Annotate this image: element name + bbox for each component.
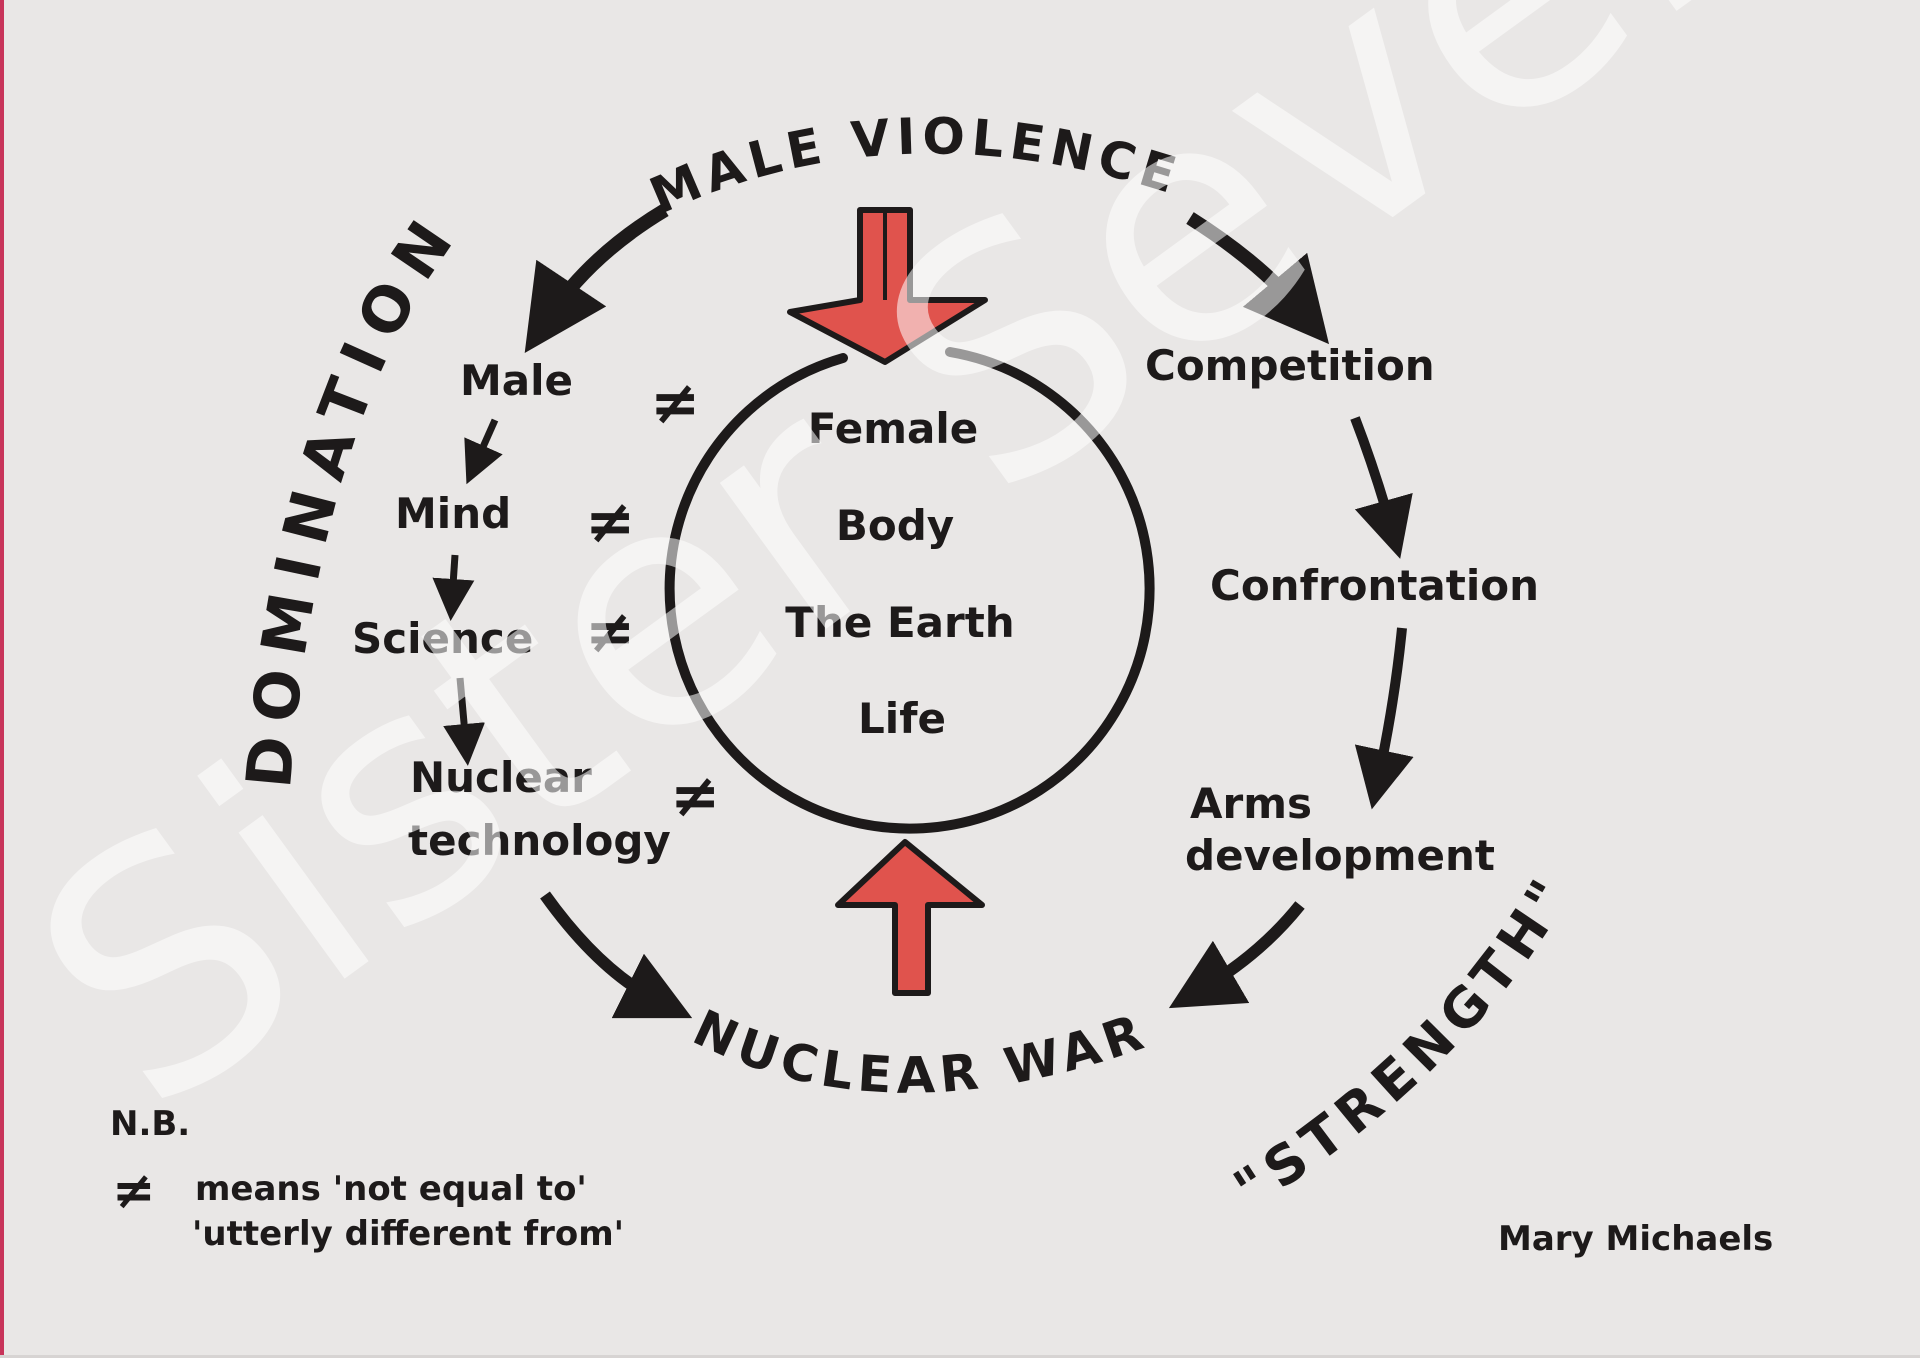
left-item-nuclear: Nuclear [410, 753, 592, 802]
note-line-1: means 'not equal to' [195, 1169, 587, 1209]
right-item-confrontation: Confrontation [1210, 561, 1539, 610]
arc-label-bottom: NUCLEAR WAR [685, 999, 1156, 1105]
arrow-competition-confrontation-icon [1350, 416, 1413, 559]
right-item-arms: Arms [1190, 779, 1312, 828]
poster-bottom-edge [0, 1355, 1920, 1358]
right-item-competition: Competition [1145, 341, 1435, 390]
arrow-to-competition-icon [1186, 212, 1330, 345]
arrow-science-nuclear-icon [443, 677, 486, 766]
not-equal-symbol: ≠ [650, 368, 700, 438]
not-equal-symbol: ≠ [585, 487, 635, 557]
red-arrow-up-icon [835, 839, 985, 996]
arrow-tech-to-war-icon [540, 891, 693, 1019]
note-heading: N.B. [110, 1104, 190, 1144]
arrow-arms-to-war-icon [1168, 901, 1305, 1009]
arc-label-right: "STRENGTH" [1223, 863, 1585, 1221]
left-item-mind: Mind [395, 489, 511, 538]
centre-circle [664, 347, 1155, 834]
left-item-science: Science [352, 614, 533, 663]
note-line-2: 'utterly different from' [192, 1214, 624, 1254]
arrow-mind-science-icon [432, 554, 475, 621]
red-arrow-down-icon [787, 207, 988, 365]
left-item-male: Male [460, 356, 573, 405]
right-item-development: development [1185, 831, 1495, 880]
centre-item-life: Life [858, 694, 946, 743]
centre-item-body: Body [836, 501, 954, 550]
arrow-to-male-icon [524, 203, 669, 353]
not-equal-symbol: ≠ [585, 597, 635, 667]
poster-edge [0, 0, 4, 1358]
not-equal-symbol: ≠ [670, 761, 720, 831]
left-item-technology: technology [408, 816, 671, 865]
arrow-confrontation-arms-icon [1354, 627, 1414, 810]
centre-item-female: Female [808, 404, 978, 453]
centre-item-the-earth: The Earth [785, 598, 1014, 647]
signature: Mary Michaels [1498, 1219, 1773, 1259]
arrow-male-mind-icon [464, 418, 503, 485]
note-symbol: ≠ [112, 1161, 156, 1221]
